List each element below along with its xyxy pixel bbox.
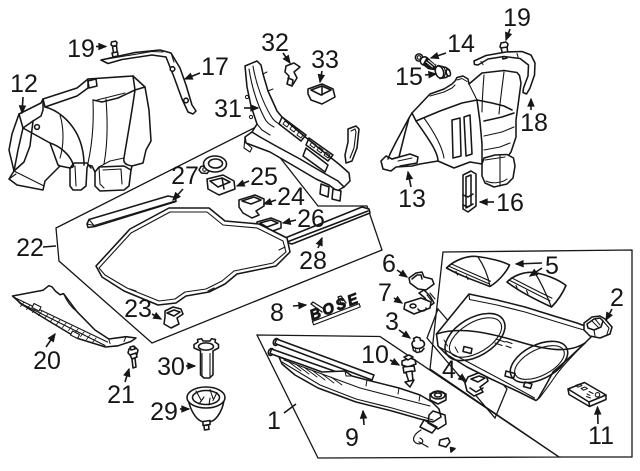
svg-text:10: 10 xyxy=(361,341,389,369)
svg-text:5: 5 xyxy=(545,252,559,280)
svg-text:32: 32 xyxy=(261,29,289,57)
svg-text:9: 9 xyxy=(345,424,359,452)
svg-text:19: 19 xyxy=(503,4,531,32)
svg-text:24: 24 xyxy=(277,183,305,211)
svg-text:2: 2 xyxy=(610,284,624,312)
svg-text:1: 1 xyxy=(267,407,281,435)
svg-text:17: 17 xyxy=(201,53,229,81)
svg-text:20: 20 xyxy=(33,347,61,375)
svg-text:30: 30 xyxy=(157,353,185,381)
svg-text:18: 18 xyxy=(520,109,548,137)
svg-text:BOSE: BOSE xyxy=(307,290,362,325)
svg-text:6: 6 xyxy=(382,250,396,278)
svg-text:33: 33 xyxy=(311,46,339,74)
svg-text:23: 23 xyxy=(124,295,152,323)
svg-text:21: 21 xyxy=(107,381,135,409)
svg-text:4: 4 xyxy=(442,356,456,384)
svg-text:25: 25 xyxy=(250,163,278,191)
svg-text:16: 16 xyxy=(496,189,524,217)
svg-text:26: 26 xyxy=(297,205,325,233)
svg-text:27: 27 xyxy=(171,162,199,190)
svg-text:13: 13 xyxy=(398,185,426,213)
svg-text:29: 29 xyxy=(150,398,178,426)
svg-text:8: 8 xyxy=(270,299,284,327)
svg-text:7: 7 xyxy=(378,279,392,307)
svg-text:11: 11 xyxy=(588,422,614,450)
svg-text:19: 19 xyxy=(67,35,95,63)
svg-text:12: 12 xyxy=(10,70,38,98)
svg-text:28: 28 xyxy=(299,247,327,275)
svg-text:31: 31 xyxy=(214,95,242,123)
svg-text:3: 3 xyxy=(385,308,399,336)
svg-text:22: 22 xyxy=(16,234,44,262)
svg-text:14: 14 xyxy=(447,30,475,58)
svg-text:15: 15 xyxy=(395,63,423,91)
